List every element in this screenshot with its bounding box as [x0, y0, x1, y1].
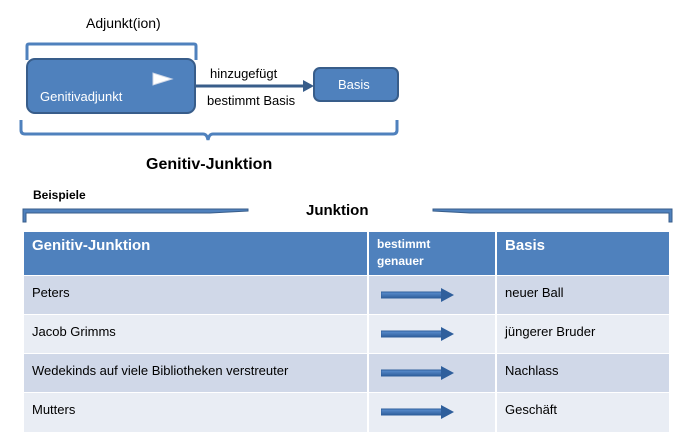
- examples-label: Beispiele: [33, 188, 86, 202]
- header-genitive-junction: Genitiv-Junktion: [24, 232, 369, 276]
- base-cell: Nachlass: [496, 353, 669, 393]
- genitive-cell: Mutters: [24, 392, 369, 432]
- right-arrow-icon: [381, 327, 454, 341]
- junction-label: Junktion: [306, 202, 369, 219]
- genitive-junction-title: Genitiv-Junktion: [146, 156, 273, 173]
- genitive-cell: Wedekinds auf viele Bibliotheken verstre…: [24, 353, 369, 393]
- base-box: [313, 67, 399, 102]
- added-label: hinzugefügt: [210, 66, 278, 81]
- table-row: Wedekinds auf viele Bibliotheken verstre…: [24, 353, 669, 393]
- examples-table: Genitiv-Junktion bestimmt genauer Basis …: [24, 232, 669, 432]
- table-row: Mutters Geschäft: [24, 392, 669, 432]
- base-cell: jüngerer Bruder: [496, 314, 669, 354]
- table-row: Jacob Grimms jüngerer Bruder: [24, 314, 669, 354]
- genitive-cell: Peters: [24, 275, 369, 315]
- right-arrow-icon: [381, 366, 454, 380]
- determines-base-label: bestimmt Basis: [207, 93, 296, 108]
- arrow-cell: [368, 392, 497, 432]
- table-row: Peters neuer Ball: [24, 275, 669, 315]
- connector-arrowhead-icon: [303, 80, 314, 92]
- adjunct-label: Adjunkt(ion): [86, 15, 161, 31]
- genitive-cell: Jacob Grimms: [24, 314, 369, 354]
- header-determines-line1: bestimmt: [377, 237, 431, 251]
- genitive-adjunct-box: [26, 58, 196, 114]
- base-cell: neuer Ball: [496, 275, 669, 315]
- genitive-junction-brace: [19, 120, 399, 141]
- right-arrow-icon: [381, 288, 454, 302]
- header-determines-line2: genauer: [377, 254, 424, 268]
- genitive-adjunct-label: Genitivadjunkt: [40, 89, 123, 104]
- base-cell: Geschäft: [496, 392, 669, 432]
- header-base: Basis: [496, 232, 669, 276]
- table-header-row: Genitiv-Junktion bestimmt genauer Basis: [24, 232, 669, 276]
- arrow-cell: [368, 353, 497, 393]
- junction-bracket-left: [22, 208, 249, 223]
- junction-bracket-right: [432, 208, 673, 223]
- arrow-cell: [368, 314, 497, 354]
- base-label: Basis: [338, 77, 370, 92]
- header-determines: bestimmt genauer: [368, 232, 497, 276]
- adjunct-bracket: [25, 42, 198, 60]
- arrow-cell: [368, 275, 497, 315]
- play-triangle-icon: [152, 72, 174, 86]
- right-arrow-icon: [381, 405, 454, 419]
